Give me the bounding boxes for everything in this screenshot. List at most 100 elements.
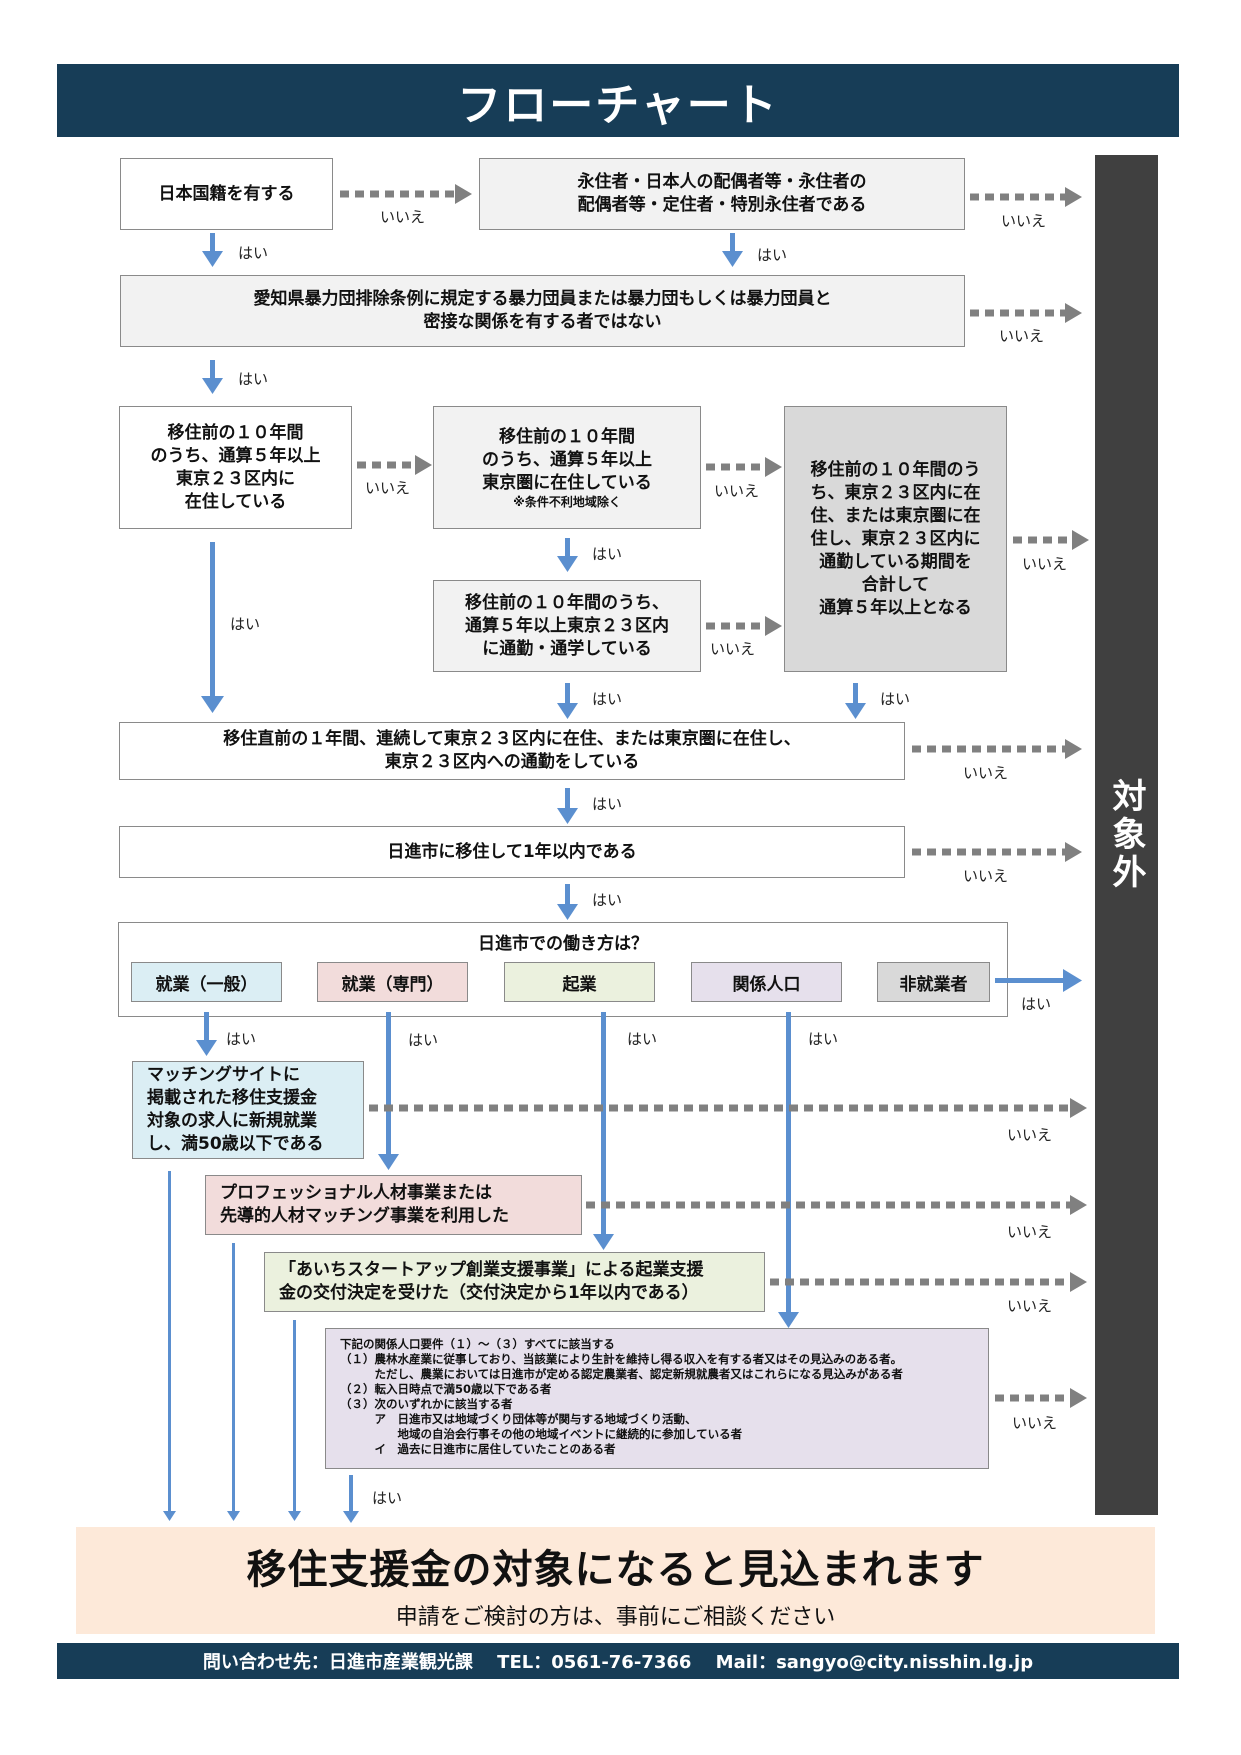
residency-status-box: 永住者・日本人の配偶者等・永住者の 配偶者等・定住者・特別永住者である	[479, 158, 965, 230]
combined-line-4: 住し、東京２３区内に	[810, 528, 981, 549]
yes-label: はい	[372, 1489, 403, 1507]
yes-label: はい	[226, 1030, 257, 1048]
combined-line-2: ち、東京２３区内に在	[810, 482, 981, 503]
option-startup: 起業	[504, 962, 655, 1002]
result-main-text: 移住支援金の対象になると見込まれます	[246, 1547, 985, 1593]
requirement-line: イ 過去に日進市に居住していたことのある者	[340, 1442, 616, 1456]
tokyo-area-line-1: 移住前の１０年間	[499, 427, 635, 447]
matching-line-2: 掲載された移住支援金	[147, 1088, 317, 1108]
no-label: いいえ	[710, 640, 756, 658]
within-year-box: 日進市に移住して1年以内である	[119, 826, 905, 878]
tokyo-area-resident-box: 移住前の１０年間 のうち、通算５年以上 東京圏に在住している ※条件不利地域除く	[433, 406, 701, 529]
combined-line-7: 通算５年以上となる	[819, 597, 972, 618]
option-related-population: 関係人口	[691, 962, 842, 1002]
last-year-line-1: 移住直前の１年間、連続して東京２３区内に在住、または東京圏に在住し、	[223, 729, 801, 749]
no-arrow-heads	[415, 184, 1089, 1408]
residency-line-1: 永住者・日本人の配偶者等・永住者の	[577, 172, 867, 192]
option-employment-general: 就業（一般）	[131, 962, 282, 1002]
yes-label: はい	[880, 690, 911, 708]
yes-label: はい	[238, 244, 269, 262]
no-label: いいえ	[1007, 1126, 1053, 1144]
residency-line-2: 配偶者等・定住者・特別永住者である	[577, 195, 867, 215]
tokyo23-resident-line-3: 東京２３区内に	[176, 468, 295, 489]
result-sub-text: 申請をご検討の方は、事前にご相談ください	[395, 1605, 836, 1630]
combined-line-6: 合計して	[861, 574, 930, 595]
no-label: いいえ	[1007, 1223, 1053, 1241]
professional-line-1: プロフェッショナル人材事業または	[220, 1183, 492, 1203]
requirement-line: ただし、農業においては日進市が定める認定農業者、認定新規就農者又はこれらになる見…	[340, 1367, 903, 1381]
combined-line-1: 移住前の１０年間のう	[810, 459, 981, 480]
no-label: いいえ	[963, 764, 1009, 782]
option-employment-professional: 就業（専門）	[317, 962, 468, 1002]
tokyo23-resident-line-4: 在住している	[184, 491, 287, 512]
tokyo-area-line-3: 東京圏に在住している	[482, 473, 652, 493]
no-label: いいえ	[1007, 1297, 1053, 1315]
yes-label: はい	[592, 795, 623, 813]
startup-line-2: 金の交付決定を受けた（交付決定から1年以内である）	[279, 1283, 699, 1303]
matching-line-4: し、満50歳以下である	[147, 1134, 324, 1154]
not-eligible-label: 対象外	[1106, 778, 1146, 892]
startup-line-1: 「あいちスタートアップ創業支援事業」による起業支援	[279, 1260, 704, 1280]
no-label: いいえ	[1001, 212, 1047, 230]
option-related-population-label: 関係人口	[732, 974, 801, 995]
result-panel: 移住支援金の対象になると見込まれます 申請をご検討の方は、事前にご相談ください	[76, 1527, 1155, 1634]
tokyo23-commute-box: 移住前の１０年間のうち、 通算５年以上東京２３区内 に通勤・通学している	[433, 580, 701, 672]
yes-label: はい	[627, 1030, 658, 1048]
requirement-line: （１）農林水産業に従事しており、当該業により生計を維持し得る収入を有する者又はそ…	[340, 1352, 903, 1366]
gang-exclusion-box: 愛知県暴力団排除条例に規定する暴力団員または暴力団もしくは暴力団員と 密接な関係…	[120, 275, 965, 347]
option-employment-professional-label: 就業（専門）	[341, 974, 444, 995]
no-label: いいえ	[714, 482, 760, 500]
requirement-line: 下記の関係人口要件（１）～（３）すべてに該当する	[340, 1337, 615, 1351]
matching-line-3: 対象の求人に新規就業	[147, 1111, 317, 1131]
yes-label: はい	[238, 370, 269, 388]
contact-footer: 問い合わせ先：日進市産業観光課 TEL：0561-76-7366 Mail：sa…	[57, 1643, 1179, 1679]
related-population-requirements: 下記の関係人口要件（１）～（３）すべてに該当する （１）農林水産業に従事しており…	[325, 1328, 989, 1469]
gang-line-2: 密接な関係を有する者ではない	[423, 312, 662, 332]
yes-label: はい	[230, 615, 261, 633]
yes-label: はい	[592, 545, 623, 563]
yes-label: はい	[808, 1030, 839, 1048]
requirement-line: （３）次のいずれかに該当する者	[340, 1397, 513, 1411]
no-arrows	[340, 190, 1072, 1402]
professional-line-2: 先導的人材マッチング事業を利用した	[220, 1206, 509, 1226]
requirement-line: 地域の自治会行事その他の地域イベントに継続的に参加している者	[340, 1427, 743, 1441]
yes-label: はい	[408, 1031, 439, 1049]
tokyo-area-line-2: のうち、通算５年以上	[482, 450, 652, 470]
yes-arrows	[163, 233, 1082, 1523]
nationality-text: 日本国籍を有する	[158, 183, 295, 204]
startup-support-box: 「あいちスタートアップ創業支援事業」による起業支援 金の交付決定を受けた（交付決…	[264, 1252, 765, 1312]
yes-label: はい	[757, 246, 788, 264]
yes-label: はい	[1021, 995, 1052, 1013]
page-title: フローチャート	[57, 64, 1179, 137]
gang-line-1: 愛知県暴力団排除条例に規定する暴力団員または暴力団もしくは暴力団員と	[253, 289, 832, 309]
not-eligible-bar: 対象外	[1095, 155, 1158, 1515]
combined-line-5: 通勤している期間を	[819, 551, 972, 572]
commute-line-1: 移住前の１０年間のうち、	[465, 592, 669, 613]
yes-label: はい	[592, 891, 623, 909]
within-year-text: 日進市に移住して1年以内である	[387, 841, 637, 862]
no-label: いいえ	[999, 327, 1045, 345]
no-label: いいえ	[365, 479, 411, 497]
no-label: いいえ	[1012, 1414, 1058, 1432]
matching-line-1: マッチングサイトに	[147, 1065, 300, 1085]
last-year-box: 移住直前の１年間、連続して東京２３区内に在住、または東京圏に在住し、 東京２３区…	[119, 722, 905, 780]
professional-talent-box: プロフェッショナル人材事業または 先導的人材マッチング事業を利用した	[205, 1175, 582, 1235]
nationality-box: 日本国籍を有する	[120, 158, 333, 230]
no-label: いいえ	[963, 867, 1009, 885]
tokyo23-resident-box: 移住前の１０年間 のうち、通算５年以上 東京２３区内に 在住している	[119, 406, 352, 529]
option-employment-general-label: 就業（一般）	[155, 974, 258, 995]
no-label: いいえ	[1022, 555, 1068, 573]
tokyo23-resident-line-1: 移住前の１０年間	[167, 422, 304, 443]
option-non-employed: 非就業者	[877, 962, 990, 1002]
tokyo-area-note: ※条件不利地域除く	[513, 495, 621, 509]
combined-period-box: 移住前の１０年間のう ち、東京２３区内に在 住、または東京圏に在 住し、東京２３…	[784, 406, 1007, 672]
matching-site-box: マッチングサイトに 掲載された移住支援金 対象の求人に新規就業 し、満50歳以下…	[132, 1061, 364, 1159]
no-label: いいえ	[380, 208, 426, 226]
option-startup-label: 起業	[562, 974, 597, 995]
commute-line-2: 通算５年以上東京２３区内	[465, 615, 669, 636]
tokyo23-resident-line-2: のうち、通算５年以上	[150, 445, 321, 466]
last-year-line-2: 東京２３区内への通勤をしている	[384, 752, 640, 772]
work-style-question: 日進市での働き方は？	[478, 934, 648, 954]
combined-line-3: 住、または東京圏に在	[810, 505, 981, 526]
